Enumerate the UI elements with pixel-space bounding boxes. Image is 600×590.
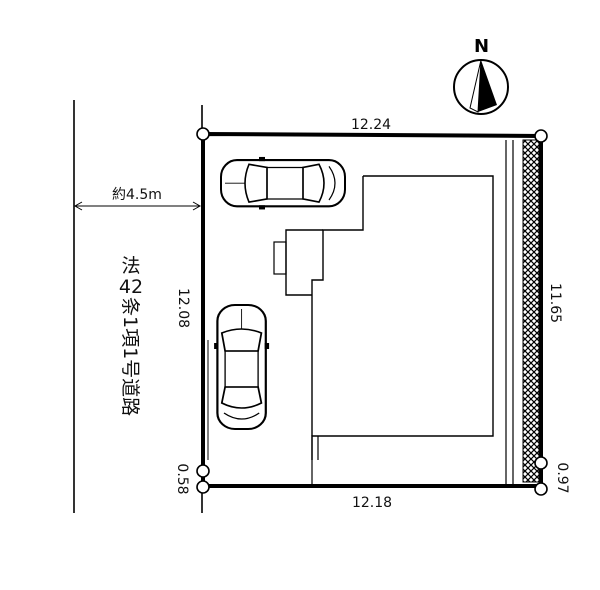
- dimension-bottom: 12.18: [352, 495, 392, 511]
- corner-marker: [196, 127, 210, 141]
- car-icon: [219, 155, 347, 211]
- dimension-top: 12.24: [351, 117, 391, 133]
- corner-marker: [196, 480, 210, 494]
- building-outline: [311, 175, 494, 460]
- dimension-right: 11.65: [547, 283, 563, 323]
- corner-marker: [196, 464, 210, 478]
- north-arrow-icon: N: [453, 36, 509, 115]
- corner-marker: [534, 129, 548, 143]
- north-label: N: [474, 36, 489, 57]
- road-width-label: 約4.5m: [112, 187, 162, 203]
- corner-marker: [534, 482, 548, 496]
- building-step: [273, 241, 287, 275]
- road-name-line1: 法: [121, 255, 140, 277]
- dimension-corner-right: 0.97: [554, 462, 570, 493]
- dimension-left: 12.08: [175, 288, 191, 328]
- corner-marker: [534, 456, 548, 470]
- road-name-line2: 42: [119, 276, 143, 298]
- hedge-fence: [522, 139, 540, 483]
- road-name-line3: 条1項1号道路: [119, 297, 141, 416]
- dimension-corner-left: 0.58: [174, 463, 190, 494]
- car-icon: [213, 303, 271, 431]
